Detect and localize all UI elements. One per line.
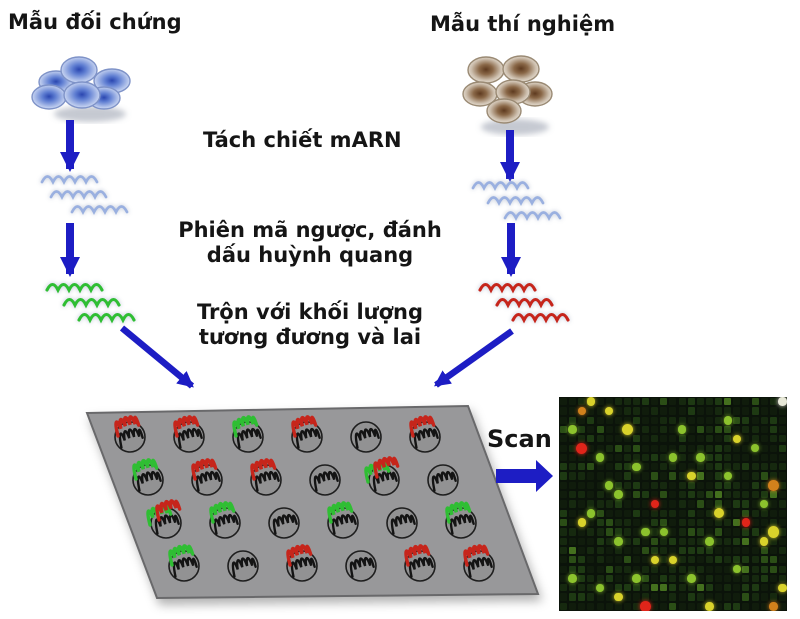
chip-spot-red	[288, 412, 323, 453]
chip-spot-red	[188, 455, 223, 496]
chip-spot-black	[345, 550, 377, 582]
step-reverse-transcription-label: Phiên mã ngược, đánh dấu huỳnh quang	[178, 218, 442, 267]
chip-spot-black	[350, 421, 382, 453]
labeled-cdna-green	[45, 282, 136, 324]
test-cells-cluster	[462, 55, 553, 135]
cluster-shadow	[54, 106, 126, 122]
test-sample-label: Mẫu thí nghiệm	[430, 12, 616, 36]
chip-spot-green	[206, 498, 241, 539]
chip-spot-red	[111, 412, 146, 453]
chip-spot-red	[401, 541, 436, 582]
chip-spot-red	[170, 412, 205, 453]
step-extract-mrna-label: Tách chiết mARN	[203, 128, 402, 152]
chip-spot-black	[268, 507, 300, 539]
arrow-diagonal-test-to-chip	[434, 328, 514, 388]
chip-spot-green	[229, 412, 264, 453]
scan-label: Scan	[487, 425, 552, 453]
chip-spot-red	[406, 412, 441, 453]
chip-spot-black	[386, 507, 418, 539]
microarray-scan-image	[559, 397, 787, 611]
chip-spot-green	[129, 455, 164, 496]
control-cells-cluster	[31, 56, 131, 122]
chip-spot-green-red	[361, 453, 401, 496]
cluster-shadow	[481, 119, 549, 135]
chip-spot-green-red	[143, 496, 183, 539]
control-sample-label: Mẫu đối chứng	[8, 10, 182, 34]
chip-spot-black	[309, 464, 341, 496]
chip-spot-red	[460, 541, 495, 582]
chip-spot-red	[283, 541, 318, 582]
chip-spot-green	[324, 498, 359, 539]
chip-spot-green	[442, 498, 477, 539]
mrna-strands-test	[471, 181, 562, 222]
mrna-strands-control	[40, 175, 129, 216]
arrow-scan	[496, 460, 553, 492]
chip-spot-grid	[111, 412, 495, 582]
chip-spot-black	[427, 464, 459, 496]
chip-spot-black	[227, 550, 259, 582]
chip-spot-green	[165, 541, 200, 582]
chip-spot-red	[247, 455, 282, 496]
arrow-diagonal-control-to-chip	[119, 325, 195, 389]
labeled-cdna-red	[478, 282, 570, 324]
step-mix-hybridize-label: Trộn với khối lượng tương đương và lai	[196, 300, 424, 349]
